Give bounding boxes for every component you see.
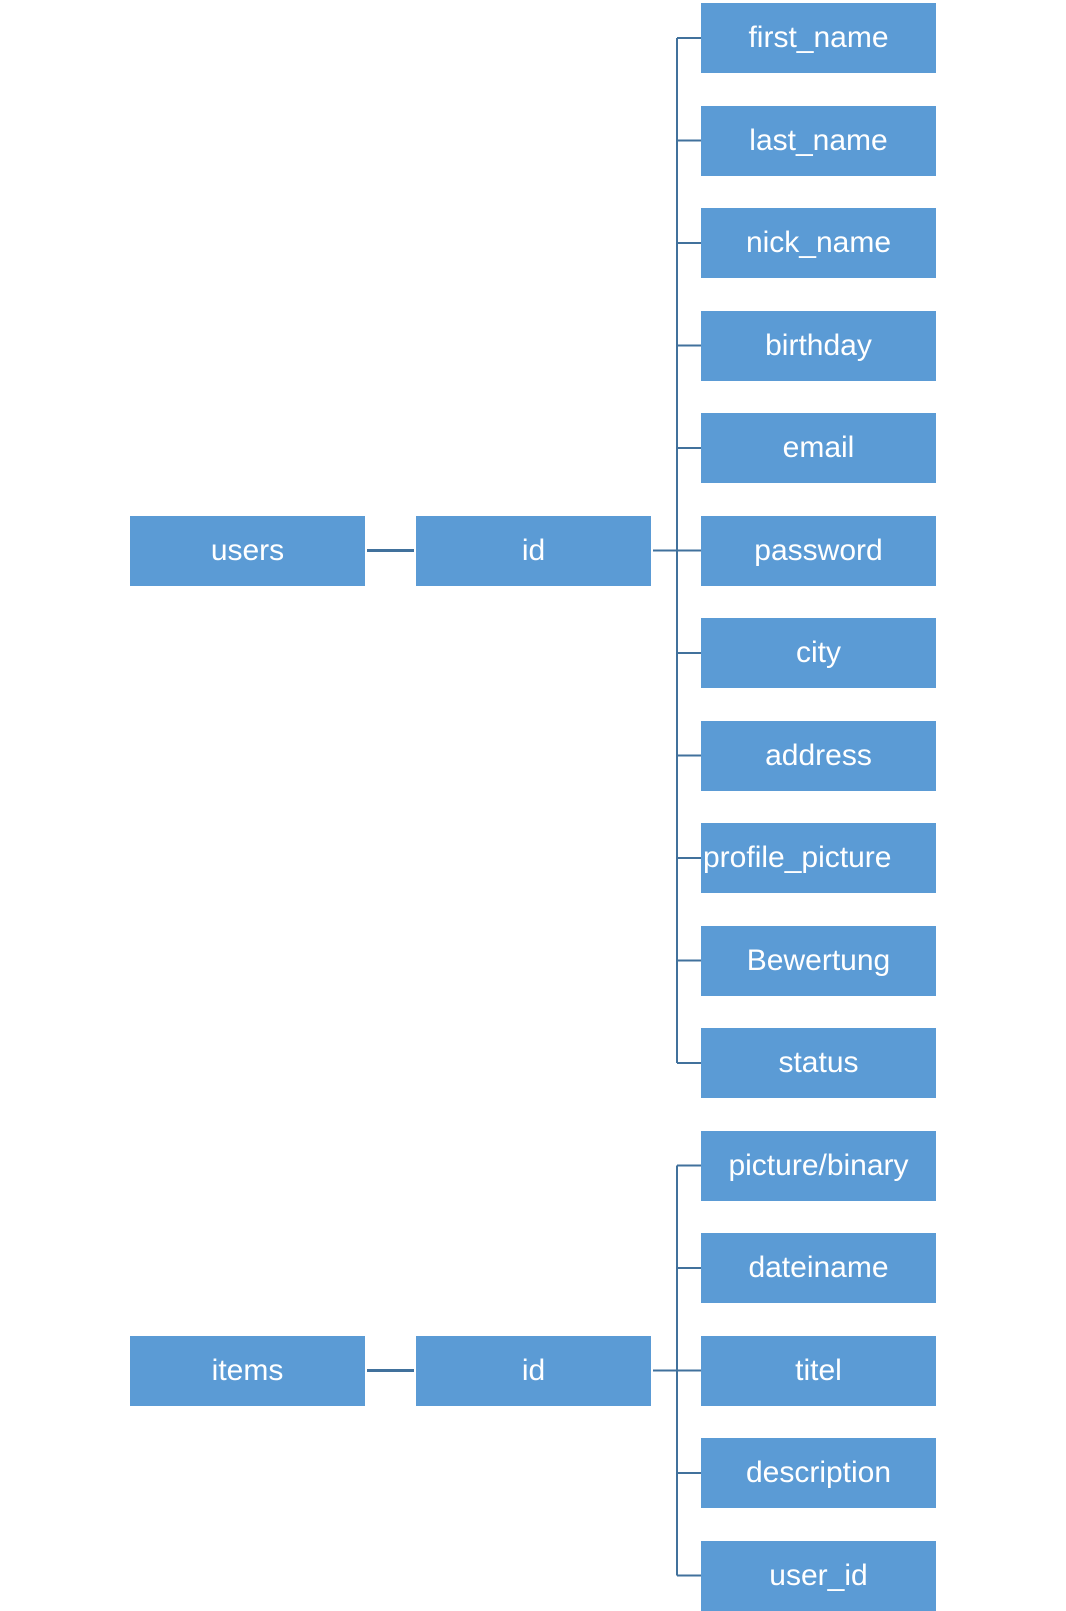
field-box-items-4: user_id <box>701 1540 936 1611</box>
field-box-users-4: email <box>701 413 936 483</box>
key-box-items: id <box>416 1335 651 1406</box>
field-box-items-3: description <box>701 1438 936 1508</box>
field-box-users-6: city <box>701 618 936 688</box>
field-box-items-1: dateiname <box>701 1233 936 1303</box>
field-box-users-7: address <box>701 720 936 791</box>
field-box-users-5: password <box>701 515 936 586</box>
field-box-items-2: titel <box>701 1335 936 1406</box>
field-box-users-1: last_name <box>701 105 936 176</box>
field-box-users-2: nick_name <box>701 208 936 278</box>
table-box-items: items <box>130 1335 365 1406</box>
field-box-users-8: profile_picture <box>701 823 936 893</box>
key-box-users: id <box>416 515 651 586</box>
field-box-users-9: Bewertung <box>701 925 936 996</box>
field-box-users-10: status <box>701 1028 936 1098</box>
table-box-users: users <box>130 515 365 586</box>
field-box-users-3: birthday <box>701 310 936 381</box>
field-box-items-0: picture/binary <box>701 1130 936 1201</box>
field-box-users-0: first_name <box>701 3 936 73</box>
